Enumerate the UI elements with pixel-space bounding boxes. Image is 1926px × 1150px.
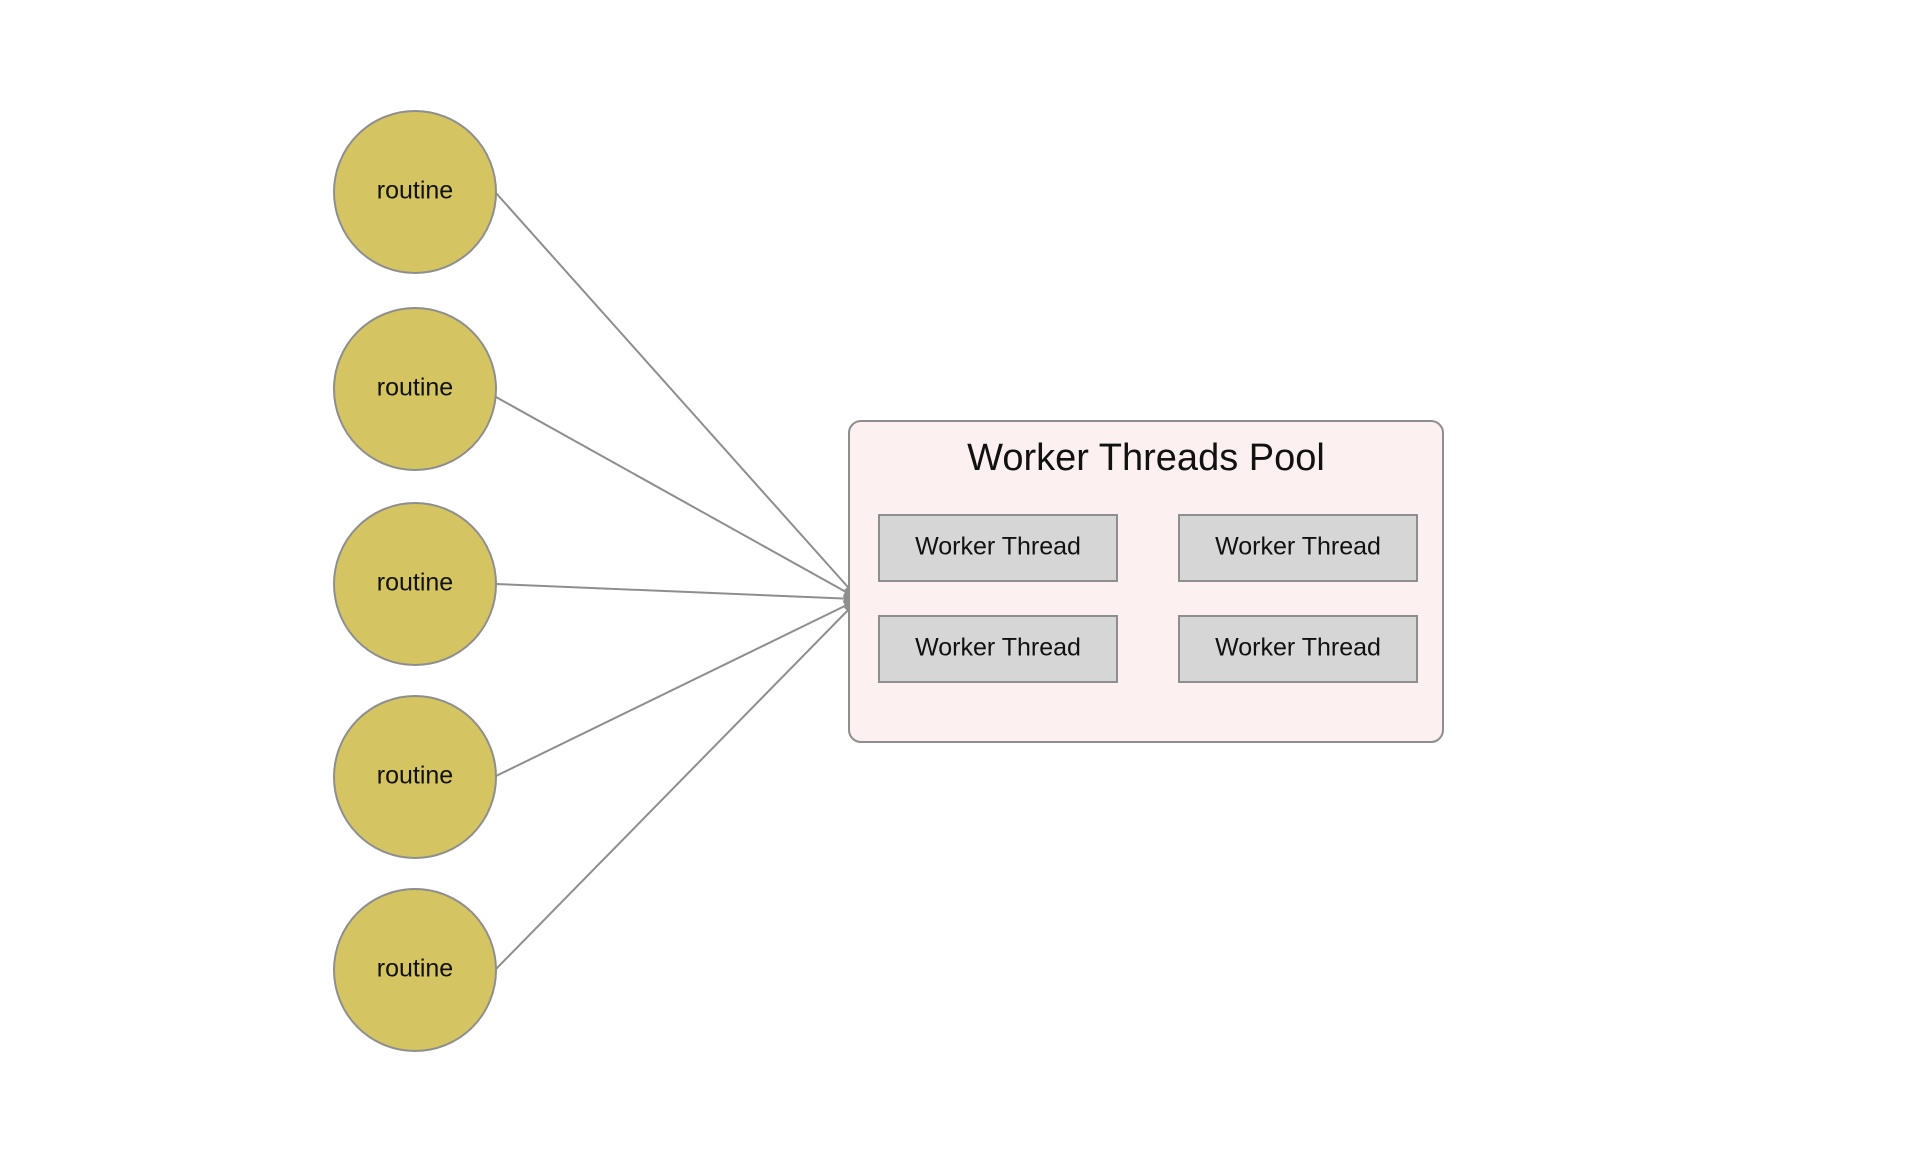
edge-routine-3-to-pool [495, 583, 856, 605]
worker-thread-box [878, 615, 1118, 683]
worker-thread-2[interactable]: Worker Thread [1178, 514, 1418, 582]
routine-circle [333, 307, 497, 471]
routine-label: routine [377, 177, 453, 205]
worker-thread-4[interactable]: Worker Thread [1178, 615, 1418, 683]
worker-thread-box [1178, 514, 1418, 582]
routine-node-1[interactable]: routine [333, 110, 497, 274]
routine-node-4[interactable]: routine [333, 695, 497, 859]
routine-node-2[interactable]: routine [333, 307, 497, 471]
routine-circle [333, 695, 497, 859]
routine-label: routine [377, 374, 453, 402]
worker-thread-1[interactable]: Worker Thread [878, 514, 1118, 582]
routine-label: routine [377, 955, 453, 983]
routine-node-5[interactable]: routine [333, 888, 497, 1052]
worker-thread-label: Worker Thread [1215, 634, 1381, 662]
edges [495, 192, 856, 970]
edge-routine-5-to-pool [495, 602, 856, 970]
worker-thread-3[interactable]: Worker Thread [878, 615, 1118, 683]
routine-label: routine [377, 762, 453, 790]
routine-circle [333, 502, 497, 666]
routine-circle [333, 110, 497, 274]
worker-thread-label: Worker Thread [915, 533, 1081, 561]
routine-circle [333, 888, 497, 1052]
edge-routine-4-to-pool [495, 600, 856, 777]
worker-thread-label: Worker Thread [1215, 533, 1381, 561]
edge-routine-1-to-pool [495, 192, 856, 596]
routine-label: routine [377, 569, 453, 597]
worker-thread-box [1178, 615, 1418, 683]
pool-title: Worker Threads Pool [967, 437, 1325, 479]
worker-thread-label: Worker Thread [915, 634, 1081, 662]
edge-routine-2-to-pool [495, 396, 856, 598]
routine-node-3[interactable]: routine [333, 502, 497, 666]
worker-threads-pool[interactable]: Worker Threads Pool Worker Thread Worker… [848, 420, 1444, 743]
worker-thread-box [878, 514, 1118, 582]
